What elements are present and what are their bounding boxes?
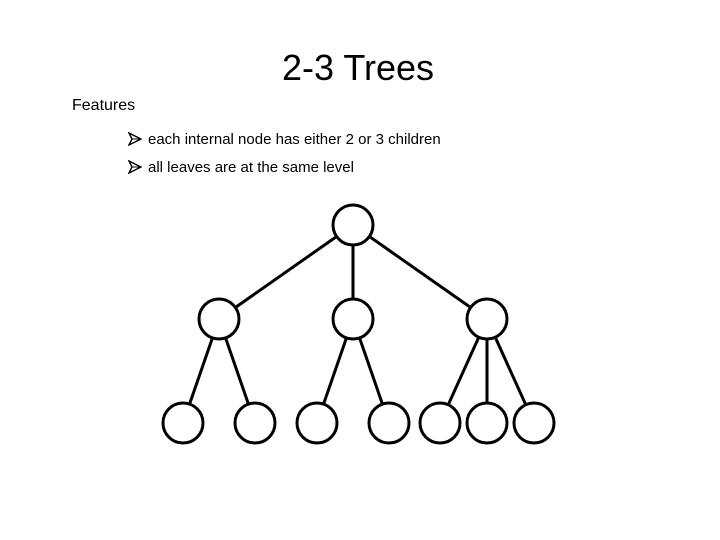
feature-item: each internal node has either 2 or 3 chi…	[128, 128, 441, 150]
tree-edge	[224, 337, 250, 405]
tree-edge	[493, 336, 528, 406]
tree-edge	[234, 235, 338, 309]
feature-item: all leaves are at the same level	[128, 156, 441, 178]
tree-nodes	[161, 203, 556, 445]
arrow-bullet-icon	[128, 132, 142, 146]
feature-text: each internal node has either 2 or 3 chi…	[148, 130, 441, 148]
leaf-node	[367, 401, 411, 445]
internal-node	[465, 297, 509, 341]
feature-list: each internal node has either 2 or 3 chi…	[128, 128, 441, 184]
leaf-node	[295, 401, 339, 445]
leaf-node	[233, 401, 277, 445]
internal-node	[331, 297, 375, 341]
tree-edge	[358, 337, 384, 405]
tree-edge	[446, 336, 481, 406]
tree-edge	[188, 337, 214, 405]
tree-edges	[188, 235, 528, 406]
feature-text: all leaves are at the same level	[148, 158, 354, 176]
features-label: Features	[72, 97, 136, 114]
slide-title: 2-3 Trees	[281, 47, 435, 88]
leaf-node	[465, 401, 509, 445]
leaf-node	[161, 401, 205, 445]
internal-node	[197, 297, 241, 341]
arrow-bullet-icon	[128, 160, 142, 174]
tree-edge	[322, 337, 348, 405]
leaf-node	[512, 401, 556, 445]
leaf-node	[418, 401, 462, 445]
tree-edge	[368, 235, 472, 309]
root-node	[331, 203, 375, 247]
